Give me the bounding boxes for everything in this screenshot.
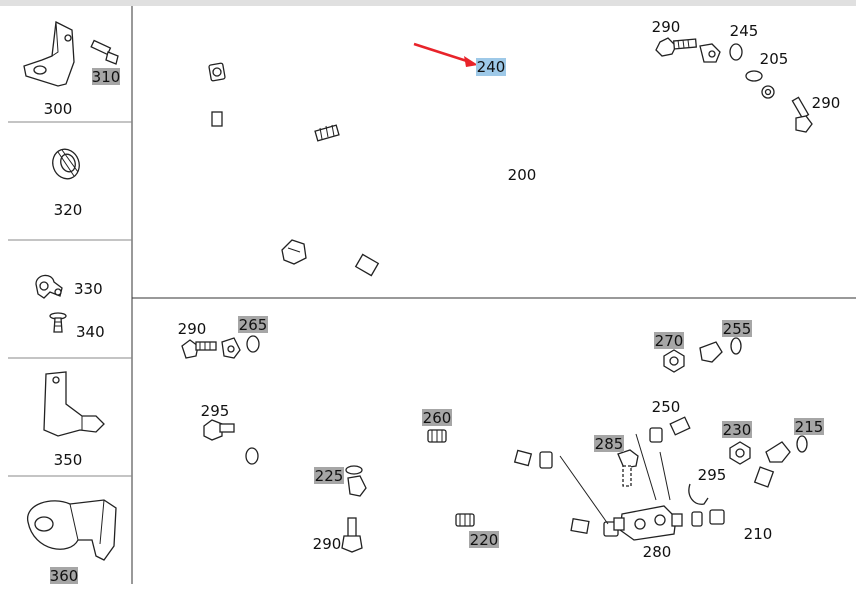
label-290[interactable]: 290 <box>652 18 681 36</box>
label-280[interactable]: 280 <box>643 543 672 561</box>
highlight-360 <box>50 567 78 584</box>
push-rivet-icon <box>49 312 67 333</box>
label-295[interactable]: 295 <box>201 402 230 420</box>
highlight-255 <box>722 320 752 337</box>
circlip-295[interactable] <box>688 483 709 505</box>
label-220[interactable]: 220 <box>470 531 499 549</box>
pipe-250[interactable] <box>649 341 723 443</box>
sidebar-item-300[interactable]: 310 300 <box>23 21 121 118</box>
bolt-285[interactable] <box>617 449 639 487</box>
label-230[interactable]: 230 <box>723 421 752 439</box>
sidebar-item-320[interactable]: 320 <box>49 145 84 219</box>
pipe-240[interactable] <box>208 56 714 164</box>
highlight-265 <box>238 316 268 333</box>
label-285[interactable]: 285 <box>595 435 624 453</box>
lower-assembly <box>177 335 808 553</box>
label-210[interactable]: 210 <box>744 525 773 543</box>
seal-ring-255[interactable] <box>730 337 742 355</box>
label-200[interactable]: 200 <box>508 166 537 184</box>
label-300: 300 <box>44 100 73 118</box>
highlight-260 <box>422 409 452 426</box>
sidebar-item-330-340[interactable]: 330 340 <box>35 274 105 341</box>
clip-icon <box>35 274 63 299</box>
grommet-icon <box>52 148 80 180</box>
highlight-215 <box>794 418 824 435</box>
nut-230[interactable] <box>729 441 751 465</box>
label-295[interactable]: 295 <box>698 466 727 484</box>
seal-ring-245[interactable] <box>729 43 743 61</box>
label-215[interactable]: 215 <box>795 418 824 436</box>
label-270[interactable]: 270 <box>655 332 684 350</box>
label-265[interactable]: 265 <box>239 316 268 334</box>
sidebar-item-360[interactable]: 360 <box>27 499 117 585</box>
fitting-flange-top <box>699 43 721 63</box>
pipe-200[interactable] <box>281 85 778 278</box>
label-255[interactable]: 255 <box>723 320 752 338</box>
label-205[interactable]: 205 <box>760 50 789 68</box>
highlight-285 <box>594 435 624 452</box>
label-330: 330 <box>74 280 103 298</box>
pipe-260[interactable] <box>177 350 553 485</box>
sidebar-item-350[interactable]: 350 <box>43 371 105 469</box>
seal-ring-205[interactable] <box>745 70 763 82</box>
bracket-icon <box>23 21 75 87</box>
label-340: 340 <box>76 323 105 341</box>
label-290[interactable]: 290 <box>812 94 841 112</box>
label-360: 360 <box>50 567 79 585</box>
seal-ring-265[interactable] <box>246 335 260 353</box>
pipe-210[interactable] <box>691 441 791 527</box>
mounting-bracket-icon <box>27 499 117 561</box>
pointer-arrow <box>413 42 478 67</box>
label-245[interactable]: 245 <box>730 22 759 40</box>
upper-assembly <box>208 37 813 278</box>
highlight-225 <box>314 467 344 484</box>
bolt-290-lower-left[interactable] <box>181 339 217 359</box>
highlight-220 <box>469 531 499 548</box>
bolt-295-left[interactable] <box>203 419 235 441</box>
bolt-icon <box>90 39 119 65</box>
pipe-220[interactable] <box>347 475 619 537</box>
nut-270[interactable] <box>663 349 685 373</box>
seal-ring-225[interactable] <box>345 465 363 475</box>
label-350: 350 <box>54 451 83 469</box>
bolt-290-right[interactable] <box>791 96 813 133</box>
highlight-240 <box>476 58 506 76</box>
highlight-270 <box>654 332 684 349</box>
label-260[interactable]: 260 <box>423 409 452 427</box>
bolt-290-top[interactable] <box>655 37 698 57</box>
label-290[interactable]: 290 <box>178 320 207 338</box>
bolt-290-lower-bottom[interactable] <box>341 517 363 553</box>
leader-lines <box>559 433 671 525</box>
label-225[interactable]: 225 <box>315 467 344 485</box>
label-290[interactable]: 290 <box>313 535 342 553</box>
fitting-flange-left <box>221 337 241 359</box>
highlight-230 <box>722 421 752 438</box>
label-310: 310 <box>92 68 121 86</box>
label-240[interactable]: 240 <box>477 58 506 76</box>
top-bar <box>0 0 856 6</box>
bracket-plate-icon <box>43 371 105 437</box>
label-250[interactable]: 250 <box>652 398 681 416</box>
label-320: 320 <box>54 201 83 219</box>
seal-ring-215[interactable] <box>796 435 808 453</box>
highlight-310 <box>92 68 120 85</box>
connector-block-280[interactable] <box>613 505 683 541</box>
